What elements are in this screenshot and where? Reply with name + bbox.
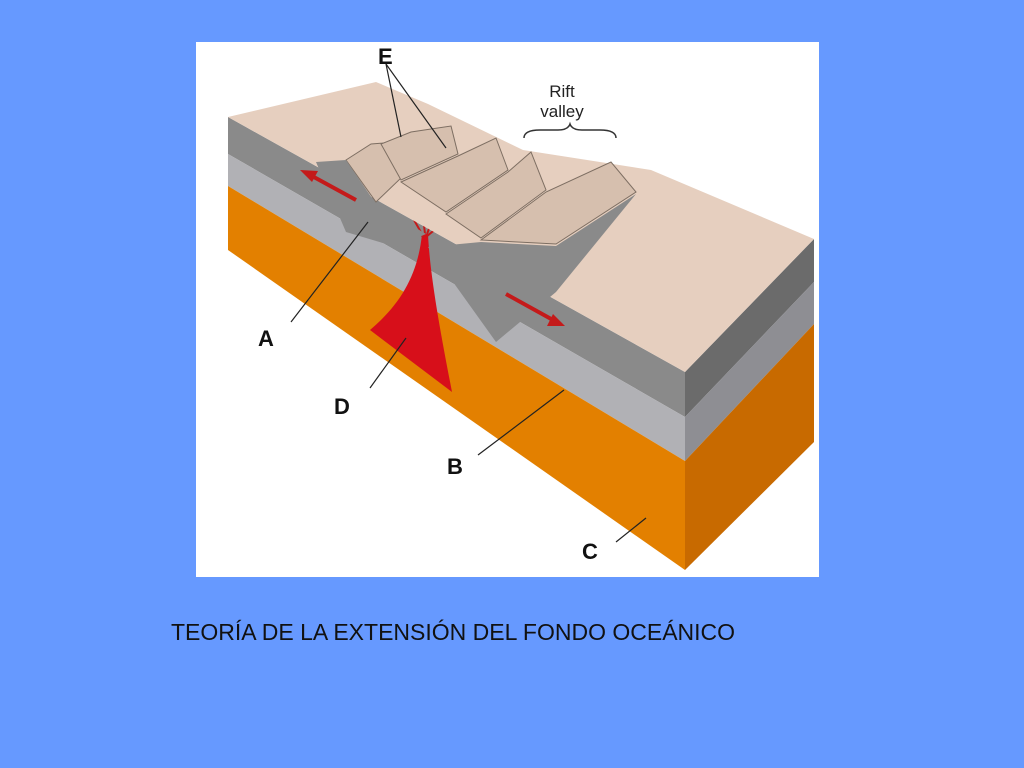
spreading-arrow-left bbox=[300, 170, 357, 202]
label-a: A bbox=[258, 326, 274, 351]
label-e: E bbox=[378, 44, 393, 69]
rift-valley-floor bbox=[316, 160, 426, 247]
label-d: D bbox=[334, 394, 350, 419]
rift-valley-label-line2: valley bbox=[540, 102, 584, 121]
leader-lines bbox=[290, 63, 647, 543]
rift-valley-brace bbox=[523, 121, 617, 139]
rift-valley-label-line1: Rift bbox=[549, 82, 575, 101]
middle-layer-front-face bbox=[228, 154, 685, 461]
rift-valley-label: Rift valley bbox=[520, 82, 604, 122]
label-c: C bbox=[582, 539, 598, 564]
upper-layer-end-face bbox=[685, 239, 814, 417]
rift-fault-blocks bbox=[345, 125, 637, 245]
seafloor-block-diagram bbox=[228, 63, 814, 570]
lower-layer-front-face bbox=[228, 186, 685, 570]
spreading-arrow-right bbox=[505, 292, 565, 326]
slide-caption: TEORÍA DE LA EXTENSIÓN DEL FONDO OCEÁNIC… bbox=[171, 619, 736, 645]
label-b: B bbox=[447, 454, 463, 479]
rift-valley-floor-right bbox=[428, 194, 636, 342]
block-diagram-figure bbox=[196, 42, 819, 577]
middle-layer-end-face bbox=[685, 282, 814, 461]
magma-intrusion bbox=[370, 234, 452, 392]
lower-layer-end-face bbox=[685, 324, 814, 570]
